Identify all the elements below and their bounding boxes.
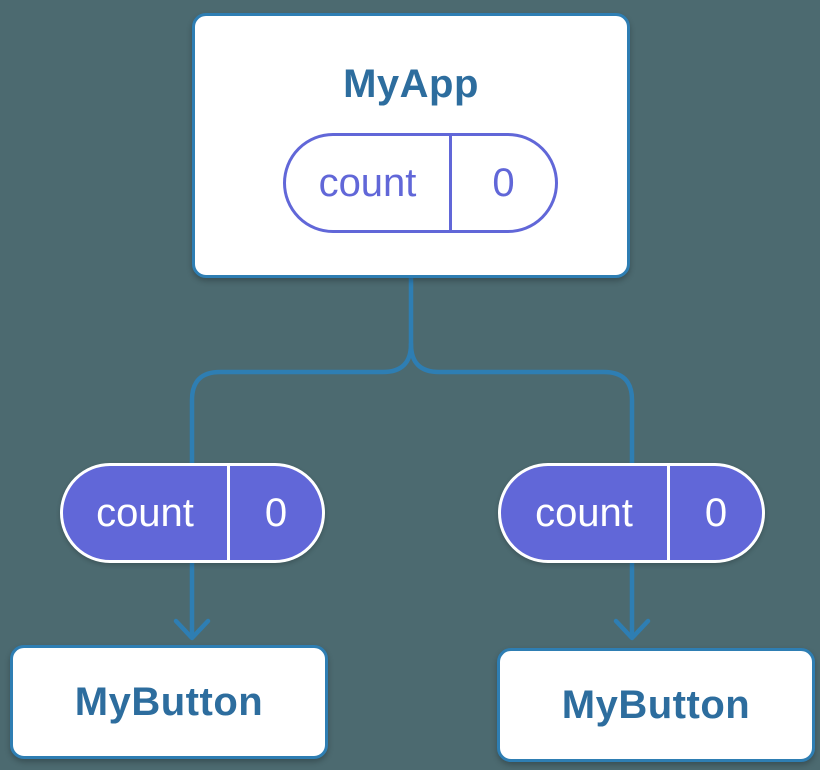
state-name: count <box>501 466 670 560</box>
state-value: 0 <box>264 491 288 535</box>
parent-split-connector-right <box>408 341 635 466</box>
state-pill-mybutton-right: count 0 <box>498 463 765 563</box>
node-mybutton-right-title: MyButton <box>561 683 751 727</box>
right-arrowhead-icon <box>613 618 651 641</box>
node-mybutton-left: MyButton <box>10 645 328 759</box>
state-pill-myapp: count 0 <box>283 133 558 233</box>
node-mybutton-right: MyButton <box>497 648 815 762</box>
node-myapp-title: MyApp <box>343 62 479 106</box>
state-name: count <box>286 136 452 230</box>
node-myapp: MyApp count 0 <box>192 13 630 278</box>
state-value: 0 <box>704 491 728 535</box>
state-value: 0 <box>492 161 515 205</box>
parent-split-connector-left <box>189 275 414 466</box>
left-arrowhead-icon <box>173 618 211 641</box>
state-pill-mybutton-left: count 0 <box>60 463 325 563</box>
state-name: count <box>63 466 230 560</box>
node-mybutton-left-title: MyButton <box>74 680 264 724</box>
